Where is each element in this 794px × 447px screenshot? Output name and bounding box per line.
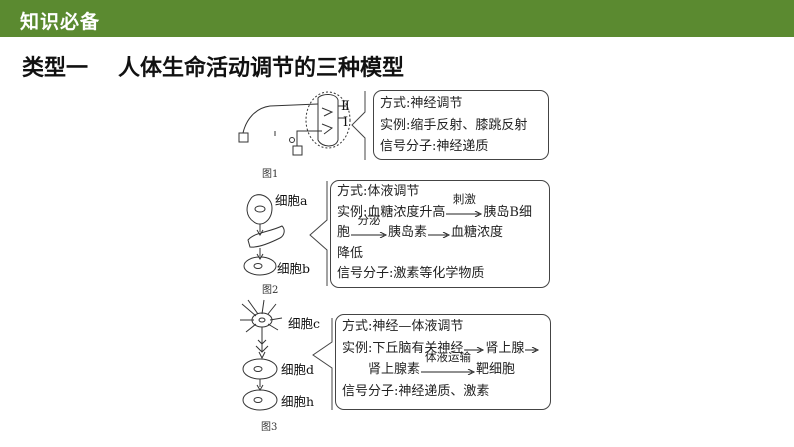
figure-2-label: 图2: [262, 285, 279, 296]
cell-h-label: 细胞h: [281, 394, 315, 409]
stimulus-arrow-label: 刺激: [452, 192, 476, 206]
endocrine-cells-drawing: [243, 194, 285, 276]
fig2-insulin: 胰岛素: [388, 225, 428, 240]
figure-1-callout: 方式:神经调节 实例:缩手反射、膝跳反射 信号分子:神经递质: [373, 90, 549, 160]
secrete-arrow: 分泌: [350, 214, 388, 240]
fig2-example-2-post: 血糖浓度: [451, 225, 504, 240]
figure-1-label: 图1: [262, 169, 279, 180]
fig2-example-3: 降低: [337, 245, 364, 261]
fig3-signal: 信号分子:神经递质、激素: [342, 383, 490, 399]
cell-c-label: 细胞c: [288, 316, 321, 331]
figure-3-label: 图3: [261, 422, 278, 433]
roman-numeral-1: Ⅰ: [343, 115, 349, 130]
neuroendocrine-cells-drawing: [240, 299, 283, 411]
roman-numeral-2: Ⅱ: [341, 99, 350, 114]
transport-arrow-label: 体液运输: [425, 349, 472, 364]
cell-d-label: 细胞d: [281, 362, 315, 377]
fig3-example-1: 实例:下丘脑有关神经 肾上腺: [342, 338, 544, 360]
fig1-example: 实例:缩手反射、膝跳反射: [380, 117, 528, 133]
fig3-example-1-post: 肾上腺: [485, 340, 525, 356]
fig2-example-1-post: 胰岛B细: [483, 204, 532, 220]
fig2-example-1-pre: 实例:血糖浓度升高: [337, 204, 446, 220]
reflex-arc-drawing: [238, 91, 351, 156]
stimulus-arrow: 刺激: [445, 193, 483, 219]
nerve-arrow: [463, 341, 485, 355]
effect-arrow: [427, 226, 451, 240]
fig3-example-2-post: 靶细胞: [476, 362, 516, 377]
fig2-method: 方式:体液调节: [337, 184, 420, 199]
cell-a-label: 细胞a: [275, 193, 308, 208]
fig3-method: 方式:神经—体液调节: [342, 319, 464, 334]
fig1-method: 方式:神经调节: [380, 96, 463, 111]
figure-2-callout: 方式:体液调节 实例:血糖浓度升高刺激胰岛B细 胞分泌胰岛素 血糖浓度 降低 信号…: [330, 180, 550, 288]
cell-b-label: 细胞b: [277, 261, 311, 276]
fig3-example-2-pre: 肾上腺素: [368, 362, 421, 377]
secrete-arrow-label: 分泌: [357, 212, 381, 227]
page-subtitle: 类型一 人体生命活动调节的三种模型: [22, 50, 404, 82]
fig2-example-1: 实例:血糖浓度升高刺激胰岛B细: [337, 193, 543, 224]
header-bar: 知识必备: [0, 0, 794, 37]
figure-3-callout: 方式:神经—体液调节 实例:下丘脑有关神经 肾上腺 肾上腺素体液运输靶细胞 信号分…: [335, 314, 551, 410]
fig1-signal: 信号分子:神经递质: [380, 139, 489, 154]
subtitle-type: 类型一: [22, 56, 89, 81]
fig2-signal: 信号分子:激素等化学物质: [337, 266, 485, 281]
subtitle-topic: 人体生命活动调节的三种模型: [118, 56, 405, 81]
fig2-example-2-pre: 胞: [337, 225, 351, 240]
gland-arrow: [524, 341, 540, 355]
fig3-example-1-pre: 实例:下丘脑有关神经: [342, 340, 464, 356]
fig3-example-2: 肾上腺素体液运输靶细胞: [342, 351, 544, 381]
header-title: 知识必备: [20, 11, 101, 33]
transport-arrow: 体液运输: [420, 351, 476, 377]
fig2-example-2: 胞分泌胰岛素 血糖浓度: [337, 214, 543, 244]
